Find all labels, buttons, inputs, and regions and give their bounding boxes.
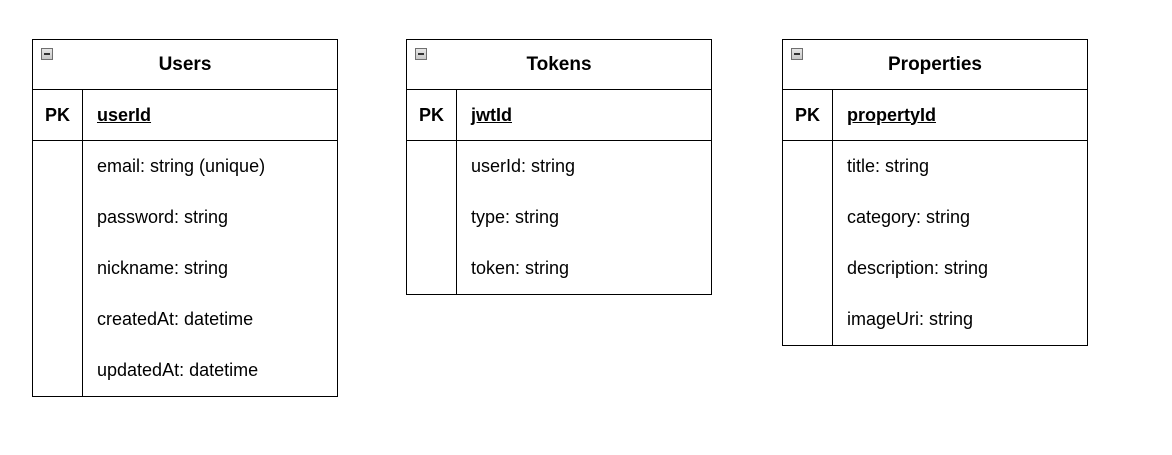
- entity-title: Users: [158, 53, 212, 75]
- key-column: [783, 141, 833, 345]
- primary-key-row[interactable]: PK userId: [33, 90, 337, 141]
- key-column: PK: [783, 90, 833, 140]
- primary-key-row[interactable]: PK propertyId: [783, 90, 1087, 141]
- entity-header: Users: [33, 40, 337, 90]
- field-row[interactable]: email: string (unique): [97, 156, 266, 176]
- fields-list: title: string category: string descripti…: [833, 141, 1087, 345]
- field-row[interactable]: imageUri: string: [847, 309, 974, 329]
- field-row[interactable]: updatedAt: datetime: [97, 360, 259, 380]
- pk-label: PK: [794, 104, 820, 125]
- field-row[interactable]: createdAt: datetime: [97, 309, 254, 329]
- pk-field-cell: jwtId: [457, 90, 711, 140]
- pk-label: PK: [44, 104, 70, 125]
- field-row[interactable]: description: string: [847, 258, 989, 278]
- fields-body: userId: string type: string token: strin…: [407, 141, 711, 294]
- collapse-icon[interactable]: [415, 48, 427, 60]
- key-column: PK: [33, 90, 83, 140]
- key-column: [407, 141, 457, 294]
- field-row[interactable]: password: string: [97, 207, 229, 227]
- field-row[interactable]: category: string: [847, 207, 971, 227]
- fields-body: title: string category: string descripti…: [783, 141, 1087, 345]
- pk-field: jwtId: [471, 104, 512, 125]
- entity-header: Properties: [783, 40, 1087, 90]
- field-row[interactable]: nickname: string: [97, 258, 229, 278]
- entity-title: Tokens: [526, 53, 592, 75]
- fields-list: userId: string type: string token: strin…: [457, 141, 711, 294]
- fields-body: email: string (unique) password: string …: [33, 141, 337, 396]
- entity-tokens[interactable]: Tokens PK jwtId userId: string type: str…: [406, 39, 712, 295]
- collapse-icon[interactable]: [791, 48, 803, 60]
- entity-properties[interactable]: Properties PK propertyId title: string c…: [782, 39, 1088, 346]
- primary-key-row[interactable]: PK jwtId: [407, 90, 711, 141]
- pk-label: PK: [418, 104, 444, 125]
- fields-list: email: string (unique) password: string …: [83, 141, 337, 396]
- field-row[interactable]: token: string: [471, 258, 570, 278]
- pk-field: userId: [97, 104, 152, 125]
- entity-users[interactable]: Users PK userId email: string (unique) p…: [32, 39, 338, 397]
- field-row[interactable]: type: string: [471, 207, 560, 227]
- key-column: PK: [407, 90, 457, 140]
- key-column: [33, 141, 83, 396]
- pk-field-cell: propertyId: [833, 90, 1087, 140]
- field-row[interactable]: title: string: [847, 156, 930, 176]
- pk-field-cell: userId: [83, 90, 337, 140]
- entity-title: Properties: [888, 53, 982, 75]
- entity-header: Tokens: [407, 40, 711, 90]
- pk-field: propertyId: [847, 104, 937, 125]
- field-row[interactable]: userId: string: [471, 156, 576, 176]
- collapse-icon[interactable]: [41, 48, 53, 60]
